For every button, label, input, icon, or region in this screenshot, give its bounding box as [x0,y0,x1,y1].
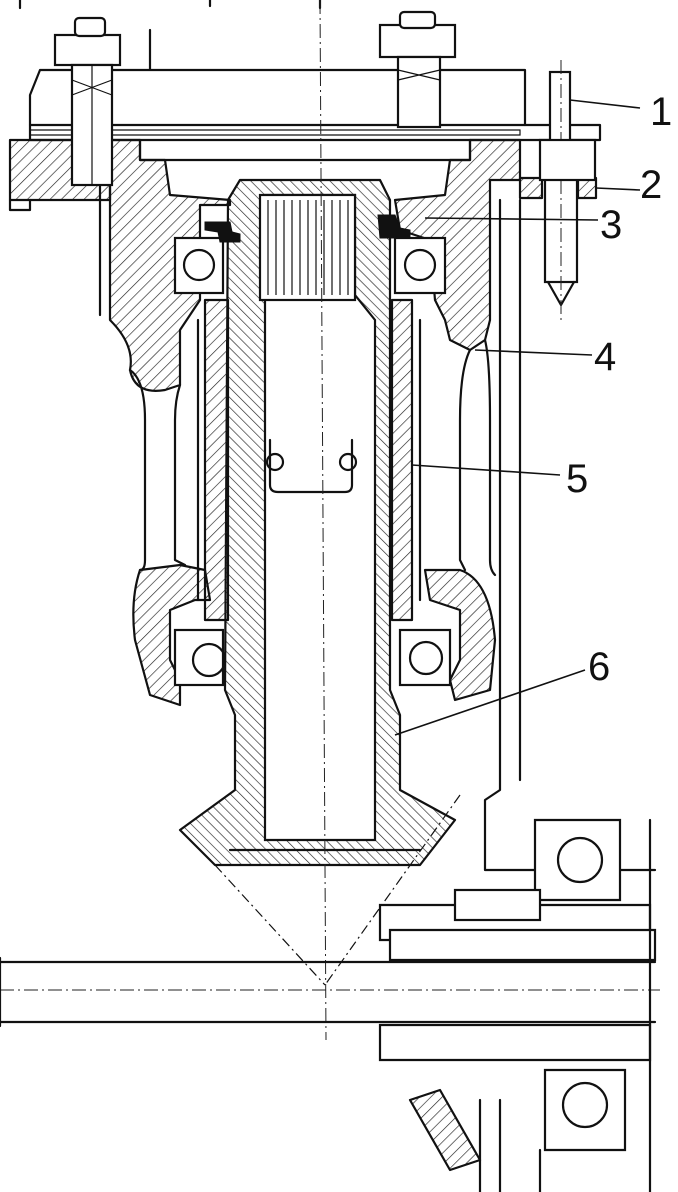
part-label-1: 1 [650,90,672,134]
bevel-gear-construction [214,794,461,986]
part-label-6: 6 [588,645,610,689]
pin-bushing [518,138,598,200]
lower-right-bearing [398,628,452,687]
leader-lines [394,99,641,736]
housing [98,138,522,707]
sleeve [196,298,422,622]
left-bolt [53,16,122,187]
spline-teeth [267,200,349,295]
part-label-4: 4 [594,335,616,379]
horizontal-shaft [0,956,660,1028]
seal-ring [204,214,411,243]
lower-left-bearing [173,628,227,687]
leader-6 [394,669,586,736]
part-labels: 1 2 3 4 5 6 [566,90,672,689]
locating-pin [543,60,579,320]
part-label-2: 2 [640,163,662,207]
part-label-3: 3 [600,203,622,247]
right-gearbox [378,198,657,1192]
leader-4 [474,349,593,356]
spindle-centerline [319,0,327,1041]
upper-left-bearing [173,236,225,295]
leader-2 [595,187,641,191]
upper-right-bearing [393,236,447,295]
spindle [178,178,457,867]
leader-1 [569,99,641,109]
right-bolt [378,10,457,129]
leader-3 [424,217,599,221]
part-label-5: 5 [566,457,588,501]
leader-5 [411,464,561,476]
